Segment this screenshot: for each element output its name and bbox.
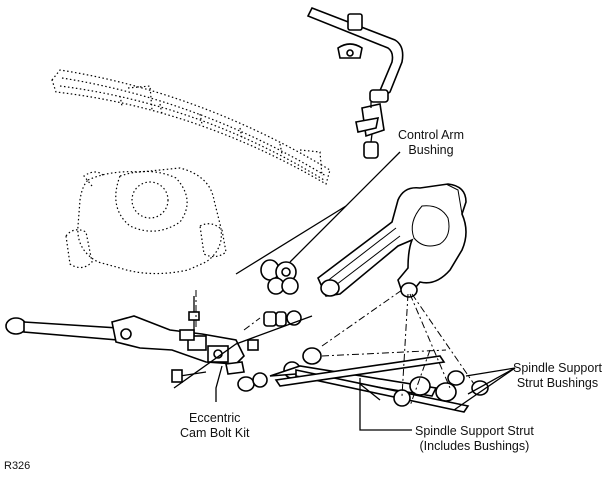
eccentric-cam-bolt-parts	[171, 277, 302, 383]
differential-housing	[65, 167, 227, 275]
label-line: Bushing	[408, 143, 454, 157]
alignment-lines	[195, 289, 475, 407]
control-arm	[317, 183, 467, 298]
label-line: Spindle Support	[513, 361, 602, 375]
label-spindle-support-strut-bushings: Spindle Support Strut Bushings	[513, 361, 602, 391]
leaf-spring	[51, 69, 331, 185]
leader-lines	[289, 151, 516, 431]
label-line: Cam Bolt Kit	[180, 426, 250, 440]
label-line: (Includes Bushings)	[419, 439, 530, 453]
label-line: Control Arm	[398, 128, 464, 142]
spindle-support-struts	[237, 347, 489, 413]
label-control-arm-bushing: Control Arm Bushing	[398, 128, 464, 158]
control-arm-bushings	[260, 259, 297, 283]
figure-reference: R326	[4, 460, 31, 472]
label-line: Strut Bushings	[516, 376, 599, 390]
track-bar	[5, 315, 245, 365]
label-line: Spindle Support Strut	[415, 424, 534, 438]
label-spindle-support-strut: Spindle Support Strut (Includes Bushings…	[415, 424, 534, 454]
label-line: Eccentric	[189, 411, 241, 425]
label-eccentric-cam-bolt-kit: Eccentric Cam Bolt Kit	[180, 411, 249, 441]
stabilizer-bar	[306, 6, 404, 159]
